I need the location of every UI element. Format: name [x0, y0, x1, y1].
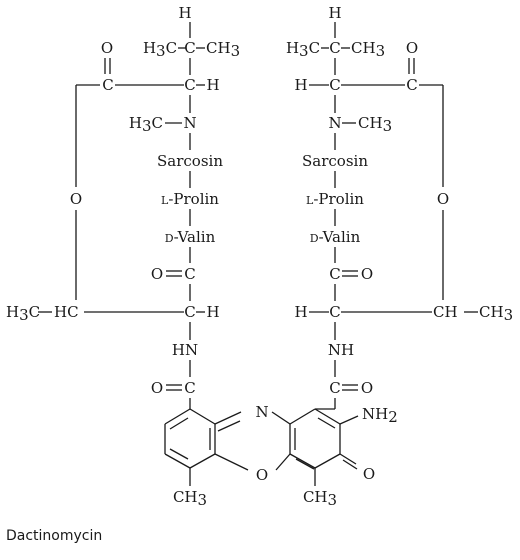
residue-sarcosin-right: Sarcosin	[302, 152, 368, 170]
atom-c-chromophore-carbonyl-left: C	[184, 379, 195, 397]
atom-h-alpha-right: H	[294, 76, 307, 94]
atom-n-right: N	[328, 114, 341, 132]
atom-h3c-isopropyl-right: H3C	[286, 39, 320, 60]
bond	[295, 458, 315, 470]
bond	[169, 417, 189, 430]
bond	[169, 448, 189, 460]
atom-h-top-left: H	[178, 4, 191, 22]
bond	[342, 459, 358, 470]
residue-prolin-right: L-Prolin	[306, 190, 364, 208]
atom-o-chromophore: O	[256, 466, 268, 484]
atom-ch-thr-right: CH	[433, 303, 458, 321]
atom-c-amide-right: C	[329, 265, 340, 283]
atom-c-alpha-left: C	[184, 76, 195, 94]
atom-o-ring-left: O	[70, 190, 82, 208]
atom-h3c-thr-left: H3C	[6, 303, 40, 324]
atom-n-chromophore: N	[255, 403, 268, 421]
bond	[214, 453, 249, 471]
atom-o-quinone: O	[363, 465, 375, 483]
atom-h-thr-alpha-right: H	[294, 303, 307, 321]
atom-ch3-chromophore-left: CH3	[173, 488, 207, 509]
bond	[339, 453, 357, 465]
bond	[271, 411, 291, 425]
atom-ch3-isopropyl-left: CH3	[206, 39, 240, 60]
bond	[289, 453, 316, 469]
atom-c-alpha-right: C	[329, 76, 340, 94]
atom-nh2-chromophore: NH2	[362, 405, 398, 426]
bond	[164, 408, 191, 425]
atom-ch3-nmethyl-right: CH3	[358, 114, 392, 135]
atom-h-thr-alpha-left: H	[206, 303, 219, 321]
bond	[189, 408, 216, 425]
atom-c-thr-alpha-left: C	[184, 303, 195, 321]
bond	[217, 420, 241, 432]
residue-prolin-left: L-Prolin	[161, 190, 219, 208]
atom-c-ester-left: C	[102, 76, 113, 94]
bond	[189, 453, 216, 469]
atom-o-ring-right: O	[437, 190, 449, 208]
atom-n-left: N	[183, 114, 196, 132]
atom-c-isopropyl-right: C	[329, 39, 340, 57]
atom-c-chromophore-carbonyl-right: C	[329, 379, 340, 397]
residue-valin-left: D-Valin	[165, 228, 216, 246]
bond	[317, 417, 336, 429]
atom-o-amide-left: O	[151, 265, 163, 283]
residue-valin-right: D-Valin	[310, 228, 361, 246]
residue-sarcosin-left: Sarcosin	[157, 152, 223, 170]
bond	[289, 408, 316, 425]
atom-ch3-isopropyl-right: CH3	[351, 39, 385, 60]
atom-o-chromophore-carbonyl-right: O	[361, 379, 373, 397]
atom-c-ester-right: C	[406, 76, 417, 94]
bond	[314, 408, 341, 425]
atom-o-chromophore-carbonyl-left: O	[151, 379, 163, 397]
atom-nh-right: NH	[328, 341, 354, 359]
atom-o-amide-right: O	[361, 265, 373, 283]
atom-h-top-right: H	[328, 4, 341, 22]
atom-h3c-nmethyl-left: H3C	[129, 114, 163, 135]
bond	[339, 415, 359, 425]
atom-h-alpha-left: H	[206, 76, 219, 94]
bond	[314, 453, 341, 469]
atom-h3c-isopropyl-left: H3C	[143, 39, 177, 60]
atom-hn-left: HN	[172, 341, 198, 359]
bond	[164, 453, 191, 469]
atom-ch3-thr-right: CH3	[479, 303, 513, 324]
atom-ch3-chromophore-right: CH3	[303, 488, 337, 509]
atom-c-thr-alpha-right: C	[329, 303, 340, 321]
atom-c-isopropyl-left: C	[184, 39, 195, 57]
figure-caption: Dactinomycin	[6, 528, 103, 544]
atom-c-amide-left: C	[184, 265, 195, 283]
atom-o-carbonyl-top-right: O	[406, 39, 418, 57]
atom-hc-thr-left: HC	[54, 303, 79, 321]
atom-o-carbonyl-top-left: O	[101, 39, 113, 57]
bond	[275, 453, 291, 471]
bond	[214, 411, 242, 425]
structure-formula-svg: H H3C C CH3 O C C H O H3C N Sarcosin L-P…	[6, 4, 513, 509]
